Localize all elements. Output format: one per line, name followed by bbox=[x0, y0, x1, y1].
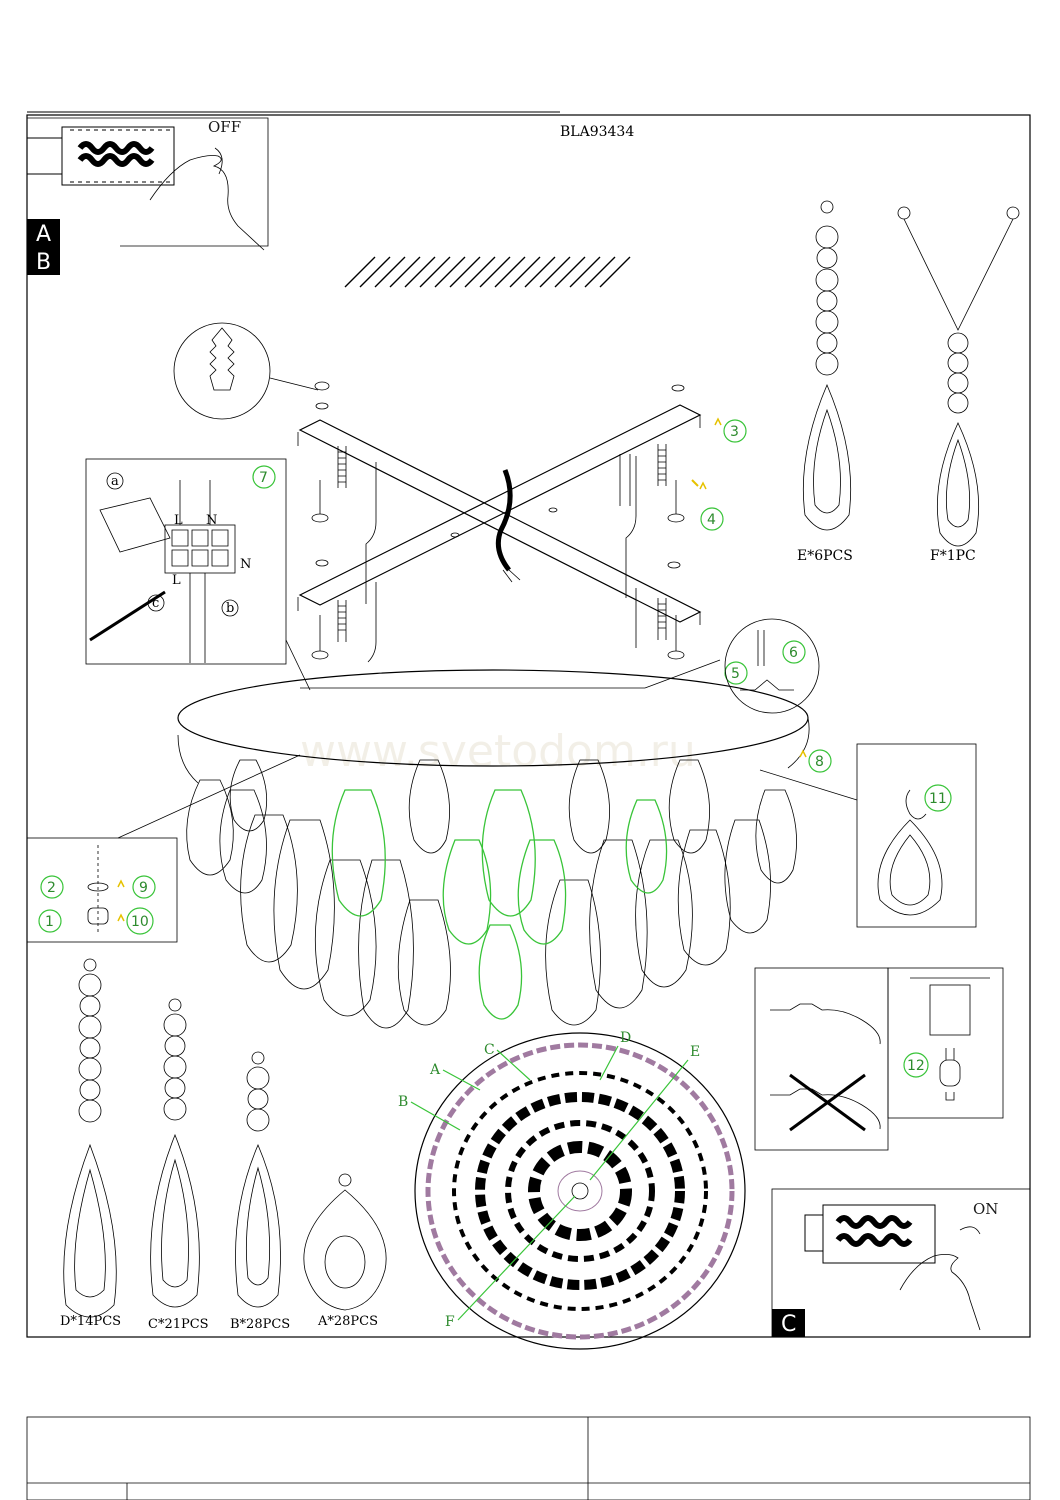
label-c: C*21PCS bbox=[148, 1317, 209, 1332]
plug-anchor-icon bbox=[173, 322, 330, 420]
ring-label-e: E bbox=[690, 1044, 700, 1060]
layout-labels: A B C D E F bbox=[398, 1030, 700, 1330]
crystal-c: C*21PCS bbox=[148, 998, 209, 1332]
crystal-a: A*28PCS bbox=[303, 1173, 387, 1329]
step-markers: 7 3 4 5 6 8 2 9 1 10 11 12 bbox=[38, 417, 952, 1078]
step-12: 12 bbox=[907, 1058, 925, 1074]
step-8: 8 bbox=[815, 754, 824, 770]
step-7: 7 bbox=[259, 470, 268, 486]
fixing-detail bbox=[26, 754, 301, 943]
bulb-handling bbox=[754, 967, 1004, 1151]
crystal-drops bbox=[186, 759, 797, 1029]
tag-b-bg bbox=[27, 247, 60, 275]
terminal-l-bottom: L bbox=[172, 573, 181, 588]
label-d: D*14PCS bbox=[60, 1314, 121, 1329]
tag-c-bg bbox=[772, 1309, 805, 1337]
tag-b: B bbox=[36, 250, 51, 275]
step-2: 2 bbox=[47, 880, 56, 896]
chandelier-body bbox=[177, 659, 810, 784]
tag-c: C bbox=[781, 1312, 796, 1337]
clip-detail bbox=[724, 618, 820, 714]
label-e: E*6PCS bbox=[797, 548, 853, 564]
switch-block-icon bbox=[26, 126, 175, 186]
ring-label-b: B bbox=[398, 1094, 408, 1110]
label-a: A*28PCS bbox=[317, 1314, 378, 1329]
hand-icon bbox=[899, 1226, 981, 1331]
crystal-b: B*28PCS bbox=[230, 1051, 290, 1332]
callout-b: b bbox=[226, 601, 234, 616]
ring-label-c: C bbox=[484, 1042, 495, 1058]
layout-view bbox=[414, 1032, 746, 1350]
step-6: 6 bbox=[789, 645, 798, 661]
terminal-l-top: L bbox=[174, 513, 183, 528]
crystal-e: E*6PCS bbox=[797, 200, 853, 564]
label-b: B*28PCS bbox=[230, 1317, 290, 1332]
step-9: 9 bbox=[139, 880, 148, 896]
tag-a: A bbox=[36, 222, 51, 247]
step-4: 4 bbox=[707, 512, 716, 528]
step-3: 3 bbox=[730, 424, 739, 440]
hook-detail bbox=[759, 743, 977, 928]
panel-off: OFF A B bbox=[26, 117, 269, 275]
crystal-drops-highlighted bbox=[331, 789, 668, 1020]
crystal-d: D*14PCS bbox=[60, 958, 121, 1329]
hand-icon bbox=[149, 147, 265, 251]
cross-mark-icon bbox=[789, 1073, 866, 1132]
wiring-detail: L N N L a c b bbox=[85, 458, 311, 691]
callout-c: c bbox=[152, 596, 159, 611]
footer-title-block bbox=[26, 1416, 1031, 1500]
terminal-n-top: N bbox=[206, 513, 217, 528]
switch-block-icon bbox=[804, 1204, 936, 1264]
step-1: 1 bbox=[45, 914, 54, 930]
tag-a-bg bbox=[27, 219, 60, 247]
sheet-frame bbox=[26, 114, 1031, 1338]
ring-label-f: F bbox=[445, 1314, 455, 1330]
ring-label-d: D bbox=[620, 1030, 631, 1046]
ring-label-a: A bbox=[429, 1062, 441, 1078]
model-code: BLA93434 bbox=[560, 124, 634, 140]
label-f: F*1PC bbox=[930, 548, 976, 564]
ceiling-hatch bbox=[344, 256, 631, 288]
bulb-icon bbox=[939, 1048, 961, 1101]
off-label: OFF bbox=[208, 118, 241, 136]
callout-a: a bbox=[111, 474, 119, 489]
on-label: ON bbox=[973, 1200, 998, 1218]
mounting-bracket bbox=[297, 384, 702, 625]
step-10: 10 bbox=[131, 914, 149, 930]
crystal-f: F*1PC bbox=[897, 206, 1020, 564]
panel-on: ON C bbox=[771, 1188, 1031, 1338]
terminal-n-side: N bbox=[240, 557, 251, 572]
screw-icon bbox=[311, 444, 699, 663]
step-11: 11 bbox=[929, 791, 947, 807]
watermark: www.svetodom.ru bbox=[300, 726, 696, 777]
step-5: 5 bbox=[731, 666, 740, 682]
panel-off-border bbox=[27, 117, 269, 247]
